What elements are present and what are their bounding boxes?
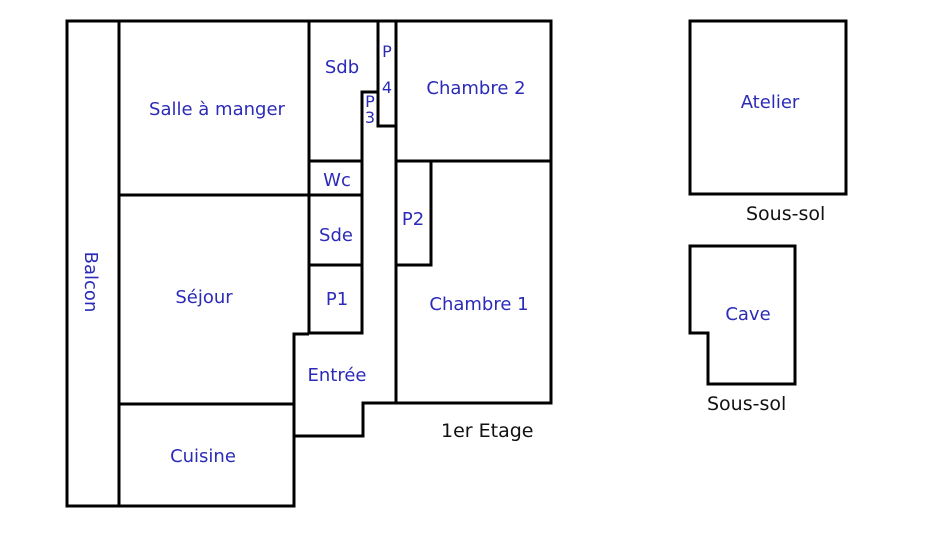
atelier-wall xyxy=(688,19,848,196)
caption-sous-sol-cave: Sous-sol xyxy=(707,393,786,415)
label-cave: Cave xyxy=(725,304,770,325)
label-chambre-1: Chambre 1 xyxy=(429,294,528,315)
caption-1er-etage: 1er Etage xyxy=(441,420,533,442)
label-entree: Entrée xyxy=(308,365,367,386)
label-sde: Sde xyxy=(319,225,353,246)
label-sdb: Sdb xyxy=(325,57,359,78)
label-atelier: Atelier xyxy=(741,92,800,113)
label-p3-top: P xyxy=(365,92,375,111)
label-wc: Wc xyxy=(323,170,351,191)
walls-main xyxy=(65,19,553,508)
floor-captions: 1er Etage Sous-sol Sous-sol xyxy=(441,203,825,442)
label-sejour: Séjour xyxy=(175,287,233,308)
label-p1: P1 xyxy=(326,289,348,310)
wall-p2 xyxy=(396,159,433,267)
cave-wall xyxy=(688,244,797,386)
label-cuisine: Cuisine xyxy=(170,446,236,467)
walls-sous-sol xyxy=(688,19,848,386)
label-p4-top: P xyxy=(382,42,392,61)
outer-wall xyxy=(65,19,553,508)
wall-entree-left xyxy=(292,332,309,436)
label-p2: P2 xyxy=(402,209,424,230)
wall-p3 xyxy=(360,90,396,128)
room-labels: Balcon Salle à manger Séjour Cuisine Sdb… xyxy=(80,42,800,467)
caption-sous-sol-atelier: Sous-sol xyxy=(746,203,825,225)
label-chambre-2: Chambre 2 xyxy=(426,78,525,99)
label-salle-a-manger: Salle à manger xyxy=(149,99,285,120)
label-balcon: Balcon xyxy=(80,252,101,313)
label-p3-bottom: 3 xyxy=(365,108,375,127)
label-p4-bottom: 4 xyxy=(382,78,392,97)
